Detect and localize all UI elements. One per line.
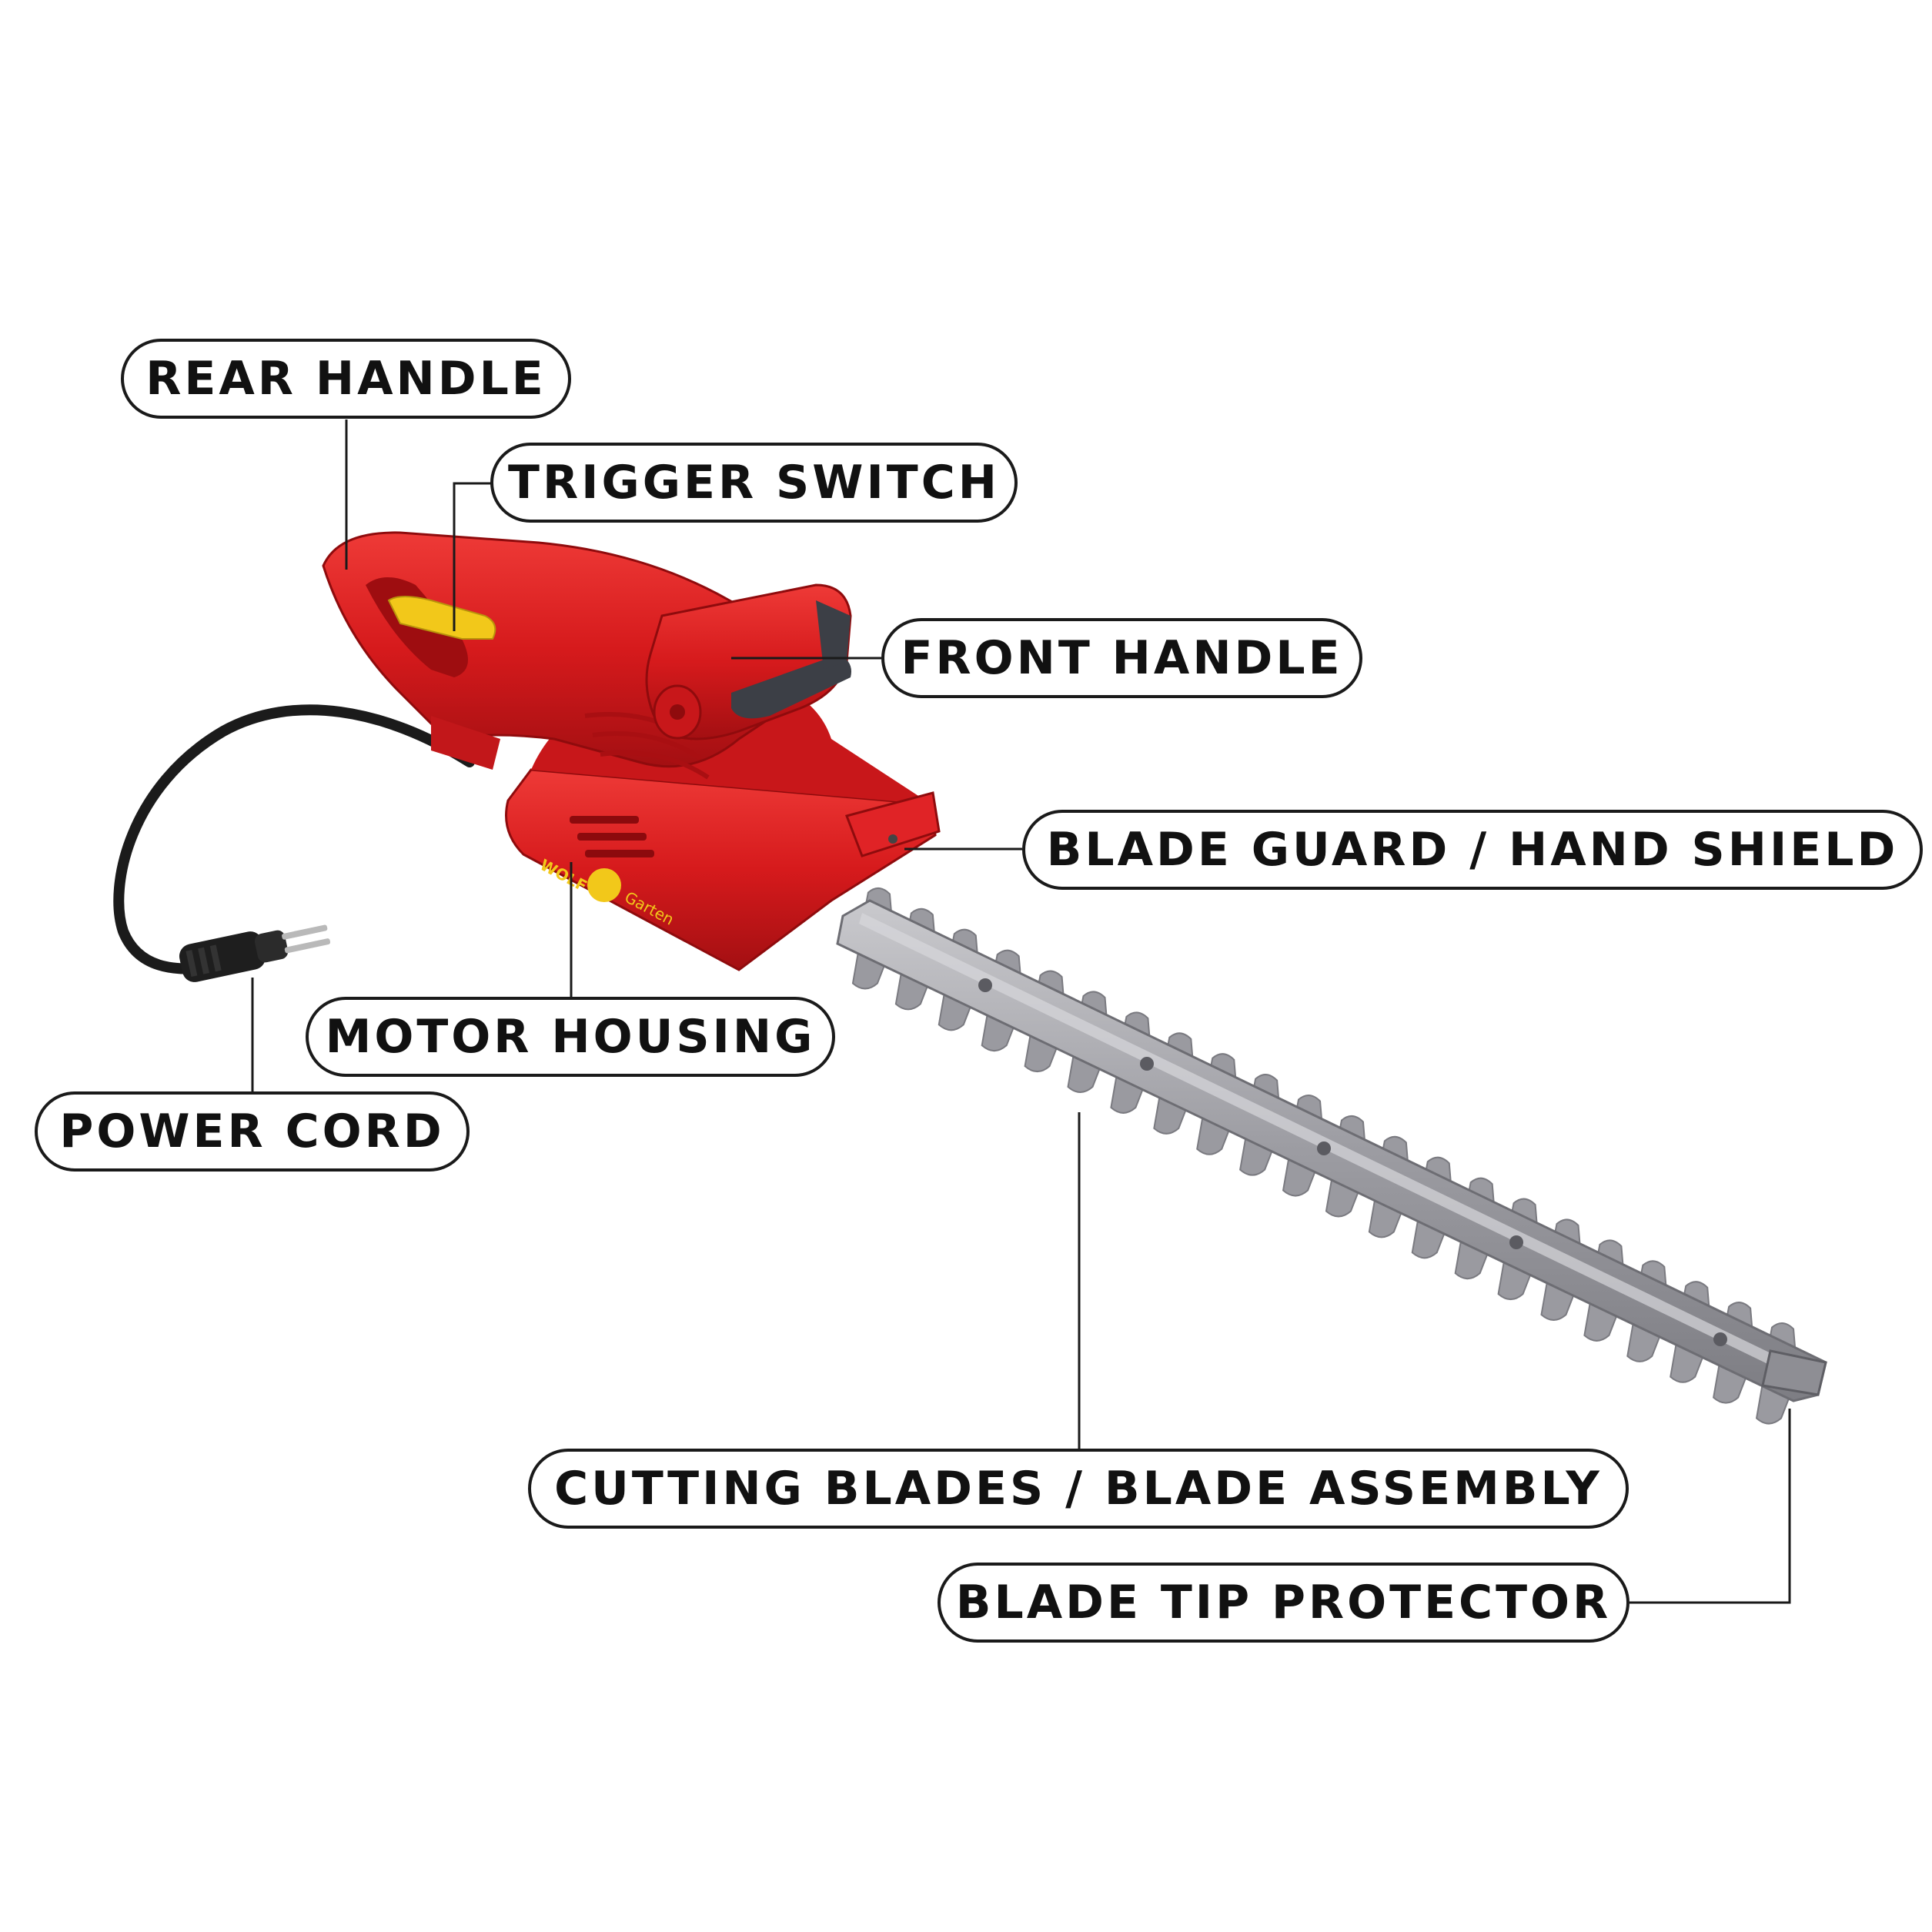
trigger-switch [387, 596, 496, 640]
blade-guard [845, 791, 941, 857]
label-power-cord: POWER CORD [35, 1091, 470, 1172]
leader-lines [251, 419, 1791, 1604]
label-motor-housing: MOTOR HOUSING [306, 997, 835, 1077]
label-cutting-blades: CUTTING BLADES / BLADE ASSEMBLY [528, 1449, 1629, 1529]
label-rear-handle: REAR HANDLE [121, 339, 571, 419]
blade-bar [836, 899, 1827, 1402]
label-blade-tip-protector: BLADE TIP PROTECTOR [938, 1563, 1629, 1643]
label-front-handle: FRONT HANDLE [881, 618, 1362, 698]
power-plug [179, 924, 331, 982]
front-handle [645, 583, 852, 740]
blade-tip-protector [1761, 1349, 1827, 1396]
label-blade-guard: BLADE GUARD / HAND SHIELD [1022, 810, 1923, 890]
power-cord [113, 704, 475, 974]
label-trigger-switch: TRIGGER SWITCH [490, 443, 1018, 523]
